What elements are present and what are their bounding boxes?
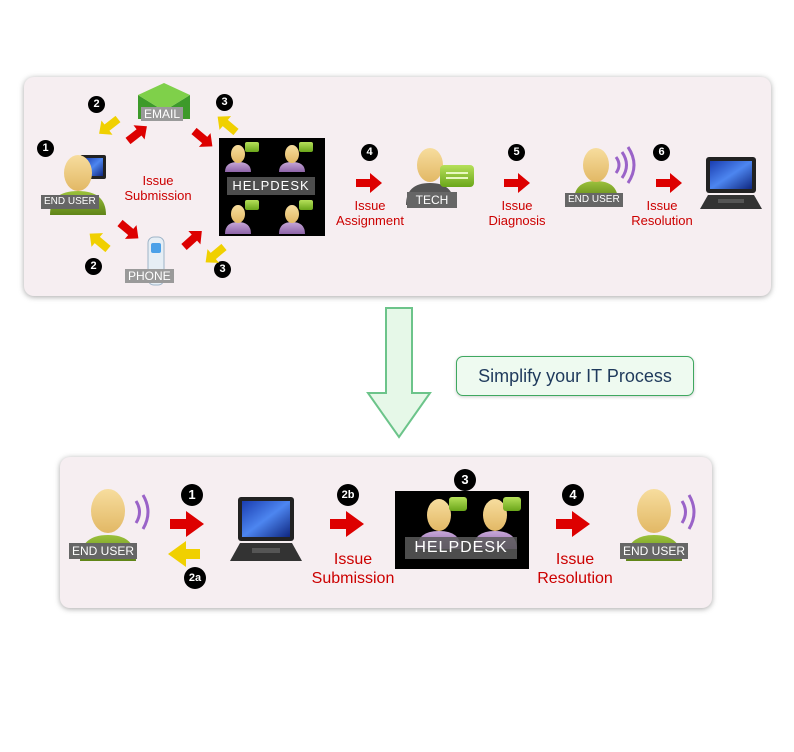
issue-assignment-label: Issue Assignment <box>336 198 404 228</box>
step-3-badge-bottom: 3 <box>454 469 476 491</box>
step-1-badge: 1 <box>37 140 54 157</box>
laptop-icon-bottom <box>230 497 302 561</box>
step-2-badge-upper: 2 <box>88 96 105 113</box>
step-4-badge: 4 <box>361 144 378 161</box>
step-1-badge-bottom: 1 <box>181 484 203 506</box>
helpdesk-label-bottom: HELPDESK <box>405 537 517 559</box>
step-2b-badge: 2b <box>337 484 359 506</box>
end-user-tag: END USER <box>41 195 99 209</box>
step-3-badge-upper: 3 <box>216 94 233 111</box>
step-2a-badge: 2a <box>184 567 206 589</box>
simplify-process-callout: Simplify your IT Process <box>456 356 694 396</box>
end-user-tag-bottom: END USER <box>69 543 138 559</box>
end-user-2-tag-bottom: END USER <box>620 543 689 559</box>
submission-arrows <box>89 115 682 263</box>
down-arrow-icon <box>366 307 432 439</box>
issue-diagnosis-label: Issue Diagnosis <box>488 198 546 228</box>
tech-tag: TECH <box>407 192 457 208</box>
bottom-flow-arrows <box>168 511 590 567</box>
issue-resolution-label: Issue Resolution <box>631 198 693 228</box>
step-2-badge-lower: 2 <box>85 258 102 275</box>
current-process-panel: END USER 1 EMAIL PHONE Issue Submission … <box>24 77 771 296</box>
helpdesk-team-box: HELPDESK <box>219 138 325 236</box>
step-3-badge-lower: 3 <box>214 261 231 278</box>
issue-submission-label-bottom: Issue Submission <box>311 551 395 587</box>
step-4-badge-bottom: 4 <box>562 484 584 506</box>
simplified-process-panel: END USER 1 2a 2b Issue Submission HELPDE… <box>60 457 712 608</box>
laptop-icon <box>700 157 762 209</box>
step-5-badge: 5 <box>508 144 525 161</box>
helpdesk-agents-icon <box>225 142 313 234</box>
helpdesk-box-bottom: HELPDESK <box>395 491 529 569</box>
issue-submission-label: Issue Submission <box>124 173 192 203</box>
phone-tag: PHONE <box>125 269 174 283</box>
helpdesk-label: HELPDESK <box>227 177 315 195</box>
issue-resolution-label-bottom: Issue Resolution <box>537 551 613 587</box>
step-6-badge: 6 <box>653 144 670 161</box>
end-user-2-tag: END USER <box>565 193 623 207</box>
email-tag: EMAIL <box>141 107 184 121</box>
